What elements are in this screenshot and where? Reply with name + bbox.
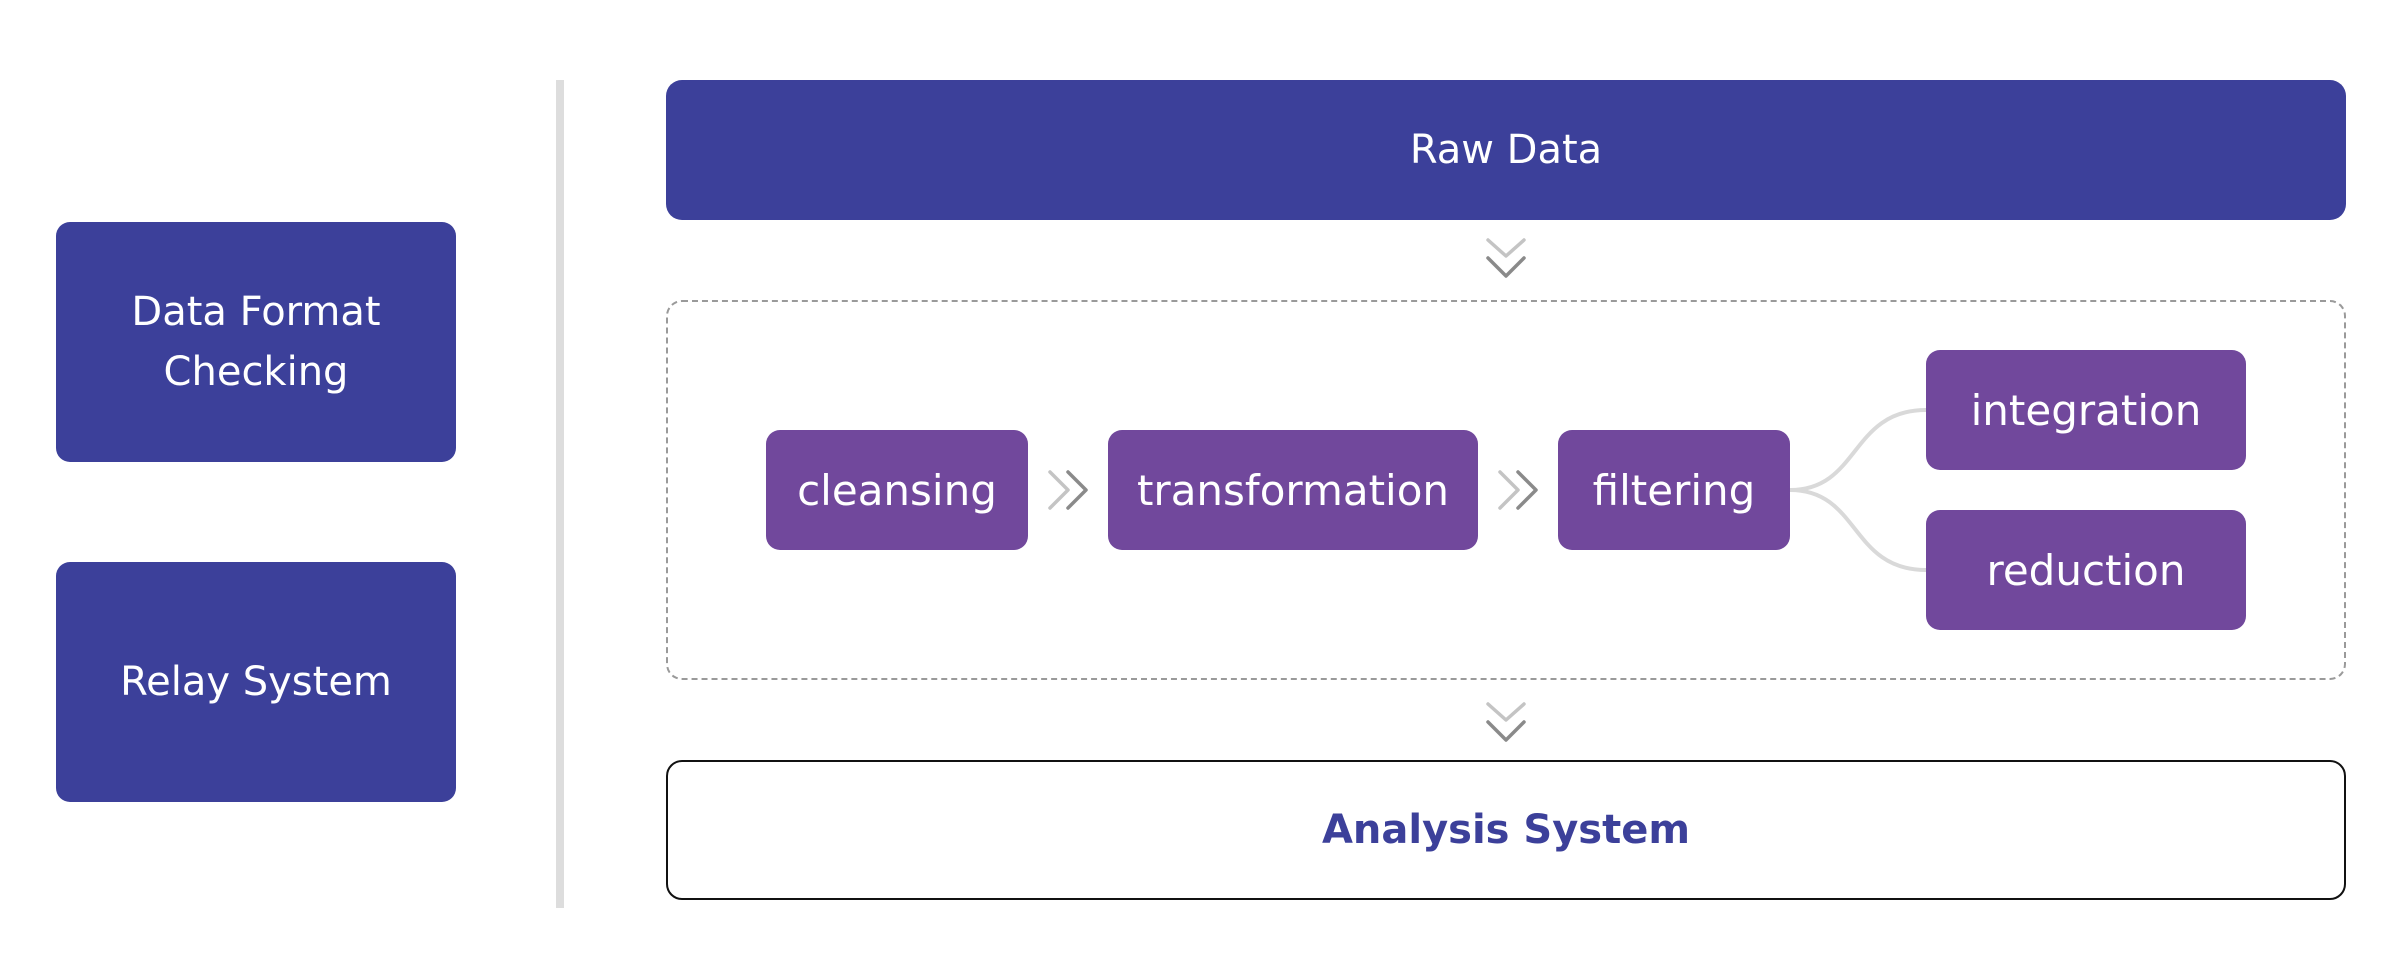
analysis-system-label: Analysis System (1321, 807, 1691, 853)
data-format-checking-line2: Checking (163, 349, 349, 395)
step-cleansing: cleansing (766, 430, 1028, 550)
branch-reduction-label: reduction (1986, 545, 2186, 595)
analysis-system-box: Analysis System (666, 760, 2346, 900)
vertical-divider (556, 80, 564, 908)
down-chevron-icon-bottom (1486, 702, 1526, 742)
relay-system-label: Relay System (120, 659, 392, 705)
data-format-checking-box: Data Format Checking (56, 222, 456, 462)
right-chevron-icon-2 (1498, 470, 1538, 510)
branch-integration: integration (1926, 350, 2246, 470)
branch-connector-integration (1789, 408, 1927, 492)
step-transformation: transformation (1108, 430, 1478, 550)
right-chevron-icon-1 (1048, 470, 1088, 510)
raw-data-box: Raw Data (666, 80, 2346, 220)
branch-integration-label: integration (1970, 385, 2202, 435)
step-filtering-label: filtering (1592, 465, 1756, 515)
step-transformation-label: transformation (1136, 465, 1450, 515)
step-filtering: filtering (1558, 430, 1790, 550)
down-chevron-icon-top (1486, 238, 1526, 278)
branch-reduction: reduction (1926, 510, 2246, 630)
branch-connector-reduction (1789, 488, 1927, 572)
data-format-checking-line1: Data Format (131, 289, 381, 335)
step-cleansing-label: cleansing (797, 465, 997, 515)
relay-system-box: Relay System (56, 562, 456, 802)
processing-container (666, 300, 2346, 680)
raw-data-label: Raw Data (1409, 127, 1603, 173)
